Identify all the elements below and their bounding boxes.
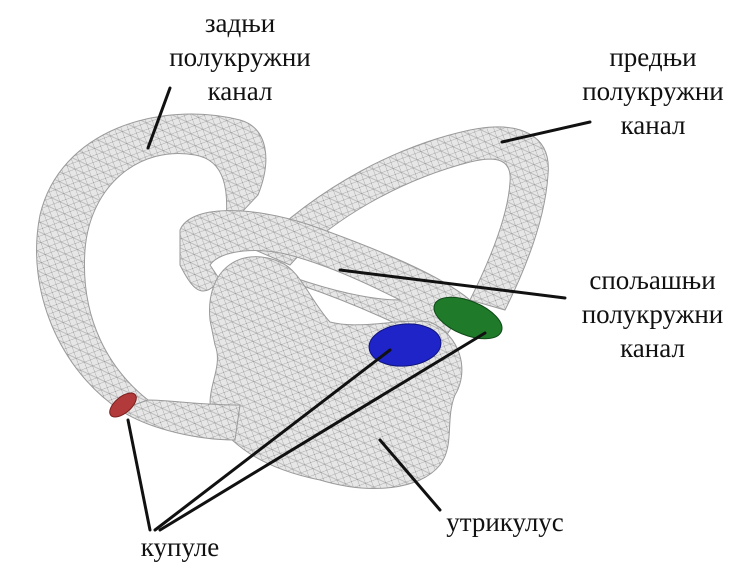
label-utricle: утрикулус (420, 505, 590, 539)
label-anterior-canal: предњи полукружни канал (568, 40, 738, 142)
label-cupulae: купуле (110, 530, 250, 564)
label-posterior-canal: задњи полукружни канал (150, 6, 330, 108)
label-lateral-canal: спољашњи полукружни канал (565, 263, 740, 365)
leader-cupula-posterior (128, 420, 150, 530)
common-crus (120, 400, 240, 440)
